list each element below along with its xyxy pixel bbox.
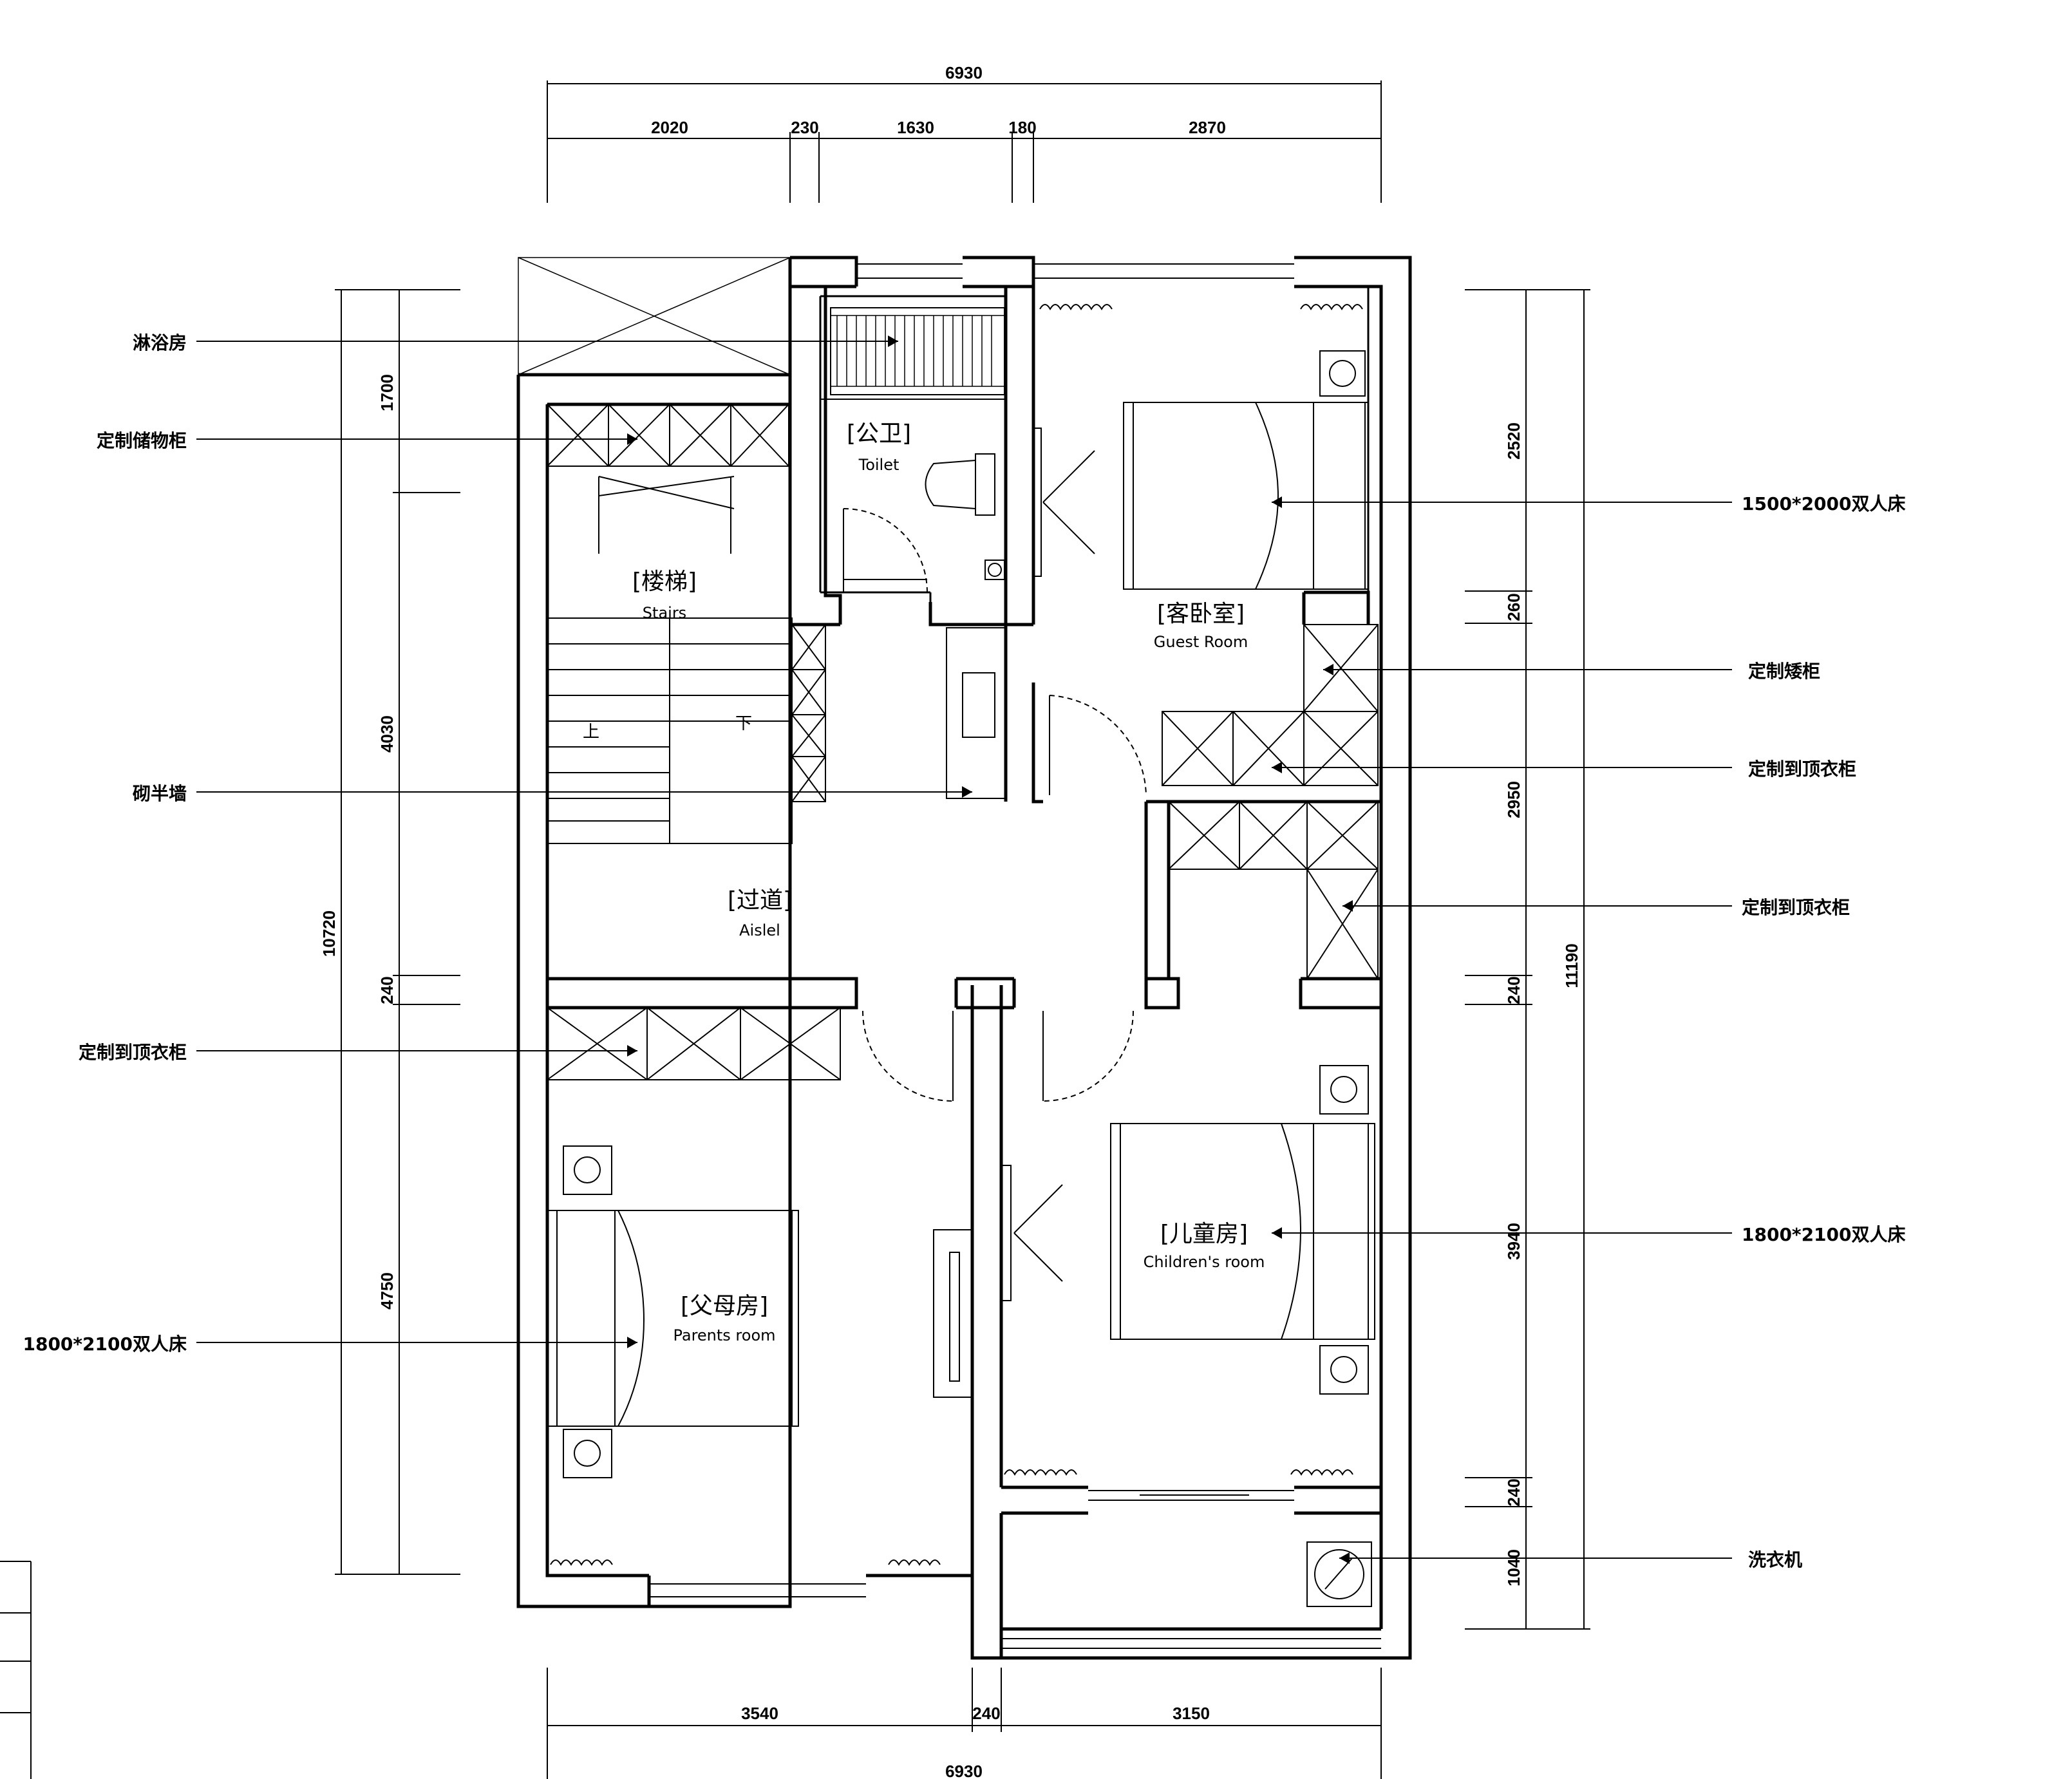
dim-right-seg: 2520 [1504, 422, 1523, 460]
annotation-half-wall: 砌半墙 [133, 783, 187, 804]
parents-wardrobe [547, 1007, 841, 1080]
toilet-bowl [925, 453, 995, 516]
annotation-low-cabinet: 定制矮柜 [1748, 661, 1820, 682]
shower-grate [831, 315, 1004, 387]
annotation-shower: 淋浴房 [133, 332, 187, 353]
parents-label-cn: [父母房] [681, 1293, 768, 1319]
arrow-icon [627, 433, 637, 445]
arrow-icon [1342, 900, 1353, 912]
arrow-icon [888, 335, 898, 347]
annotation-bed-children: 1800*2100双人床 [1742, 1224, 1906, 1245]
staircase [547, 617, 793, 844]
dim-bottom-seg: 3150 [1173, 1704, 1210, 1723]
dim-top-seg: 1630 [897, 118, 934, 137]
annotation-bed-parents: 1800*2100双人床 [23, 1333, 187, 1355]
aisle-wardrobe [1168, 801, 1379, 979]
guest-wardrobe [1162, 711, 1379, 786]
bed-guest [1123, 402, 1369, 590]
bed-children [1110, 1123, 1375, 1340]
arrow-icon [1272, 1227, 1282, 1239]
dim-bottom-seg: 3540 [741, 1704, 778, 1723]
arrow-icon [1323, 664, 1333, 675]
arrow-icon [962, 786, 972, 798]
dim-right-seg: 240 [1504, 976, 1523, 1004]
dim-right-seg: 2950 [1504, 781, 1523, 818]
dim-top-seg: 2870 [1189, 118, 1226, 137]
storage-cabinet [547, 404, 789, 467]
dimension-lines [335, 80, 1590, 1779]
dim-top-seg: 230 [791, 118, 818, 137]
dim-left-seg: 1700 [377, 374, 397, 411]
guest-label-en: Guest Room [1154, 633, 1248, 651]
aisle-label-en: Aislel [739, 921, 780, 939]
dimension-labels: 6930 2020 230 1630 180 2870 3540 240 315… [319, 63, 1581, 1779]
dim-left-seg: 4750 [377, 1272, 397, 1310]
children-label-en: Children's room [1144, 1253, 1265, 1271]
basin [984, 560, 1005, 580]
guest-label-cn: [客卧室] [1157, 601, 1245, 627]
dim-top-total: 6930 [945, 63, 983, 82]
arrow-icon [1272, 496, 1282, 508]
leader-lines [196, 341, 1732, 1559]
dim-top-seg: 2020 [651, 118, 688, 137]
annotation-wardrobe-guest: 定制到顶衣柜 [1748, 758, 1856, 780]
dim-right-seg: 1040 [1504, 1549, 1523, 1586]
annotations: 淋浴房 定制储物柜 砌半墙 定制到顶衣柜 1800*2100双人床 1500*2… [23, 332, 1905, 1570]
arrow-icon [627, 1337, 637, 1348]
dim-left-seg: 4030 [377, 715, 397, 753]
dim-left-total: 10720 [319, 910, 339, 957]
annotation-wardrobe-aisle: 定制到顶衣柜 [1742, 897, 1850, 918]
arrow-icon [1272, 762, 1282, 773]
bed-parents [547, 1210, 799, 1427]
dim-right-seg: 240 [1504, 1478, 1523, 1506]
parents-label-en: Parents room [673, 1326, 775, 1344]
arrow-icon [1339, 1552, 1350, 1564]
stairs-label-en: Stairs [643, 604, 686, 622]
dim-left-seg: 240 [377, 976, 397, 1004]
annotation-washer: 洗衣机 [1748, 1549, 1802, 1570]
dim-top-seg: 180 [1008, 118, 1036, 137]
sink-cabinet [946, 627, 1006, 799]
dim-right-seg: 3940 [1504, 1223, 1523, 1260]
shower-tray [830, 307, 1005, 395]
leader-arrows [627, 335, 1353, 1564]
toilet-label-en: Toilet [858, 456, 899, 474]
children-label-cn: [儿童房] [1160, 1221, 1248, 1247]
stair-up-mark: 上 [583, 722, 599, 742]
aisle-label-cn: [过道] [728, 887, 792, 914]
stair-down-mark: 下 [735, 714, 752, 733]
furniture [518, 257, 1379, 1607]
low-cabinet [1303, 624, 1379, 712]
half-wall-cabinet [791, 624, 826, 802]
annotation-bed-guest: 1500*2000双人床 [1742, 493, 1906, 514]
dim-right-total: 11190 [1562, 943, 1581, 988]
title-block-fragment [0, 1561, 32, 1779]
annotation-wardrobe-left: 定制到顶衣柜 [79, 1042, 187, 1063]
room-labels: [公卫] Toilet [楼梯] Stairs [客卧室] Guest Room… [583, 420, 1265, 1344]
annotation-storage: 定制储物柜 [97, 430, 187, 451]
arrow-icon [627, 1045, 637, 1057]
dim-bottom-total: 6930 [945, 1762, 983, 1779]
dim-right-seg: 260 [1504, 593, 1523, 621]
stairs-label-cn: [楼梯] [632, 569, 697, 595]
washing-machine [1306, 1541, 1372, 1607]
dim-bottom-seg: 240 [972, 1704, 1000, 1723]
toilet-label-cn: [公卫] [847, 420, 911, 447]
